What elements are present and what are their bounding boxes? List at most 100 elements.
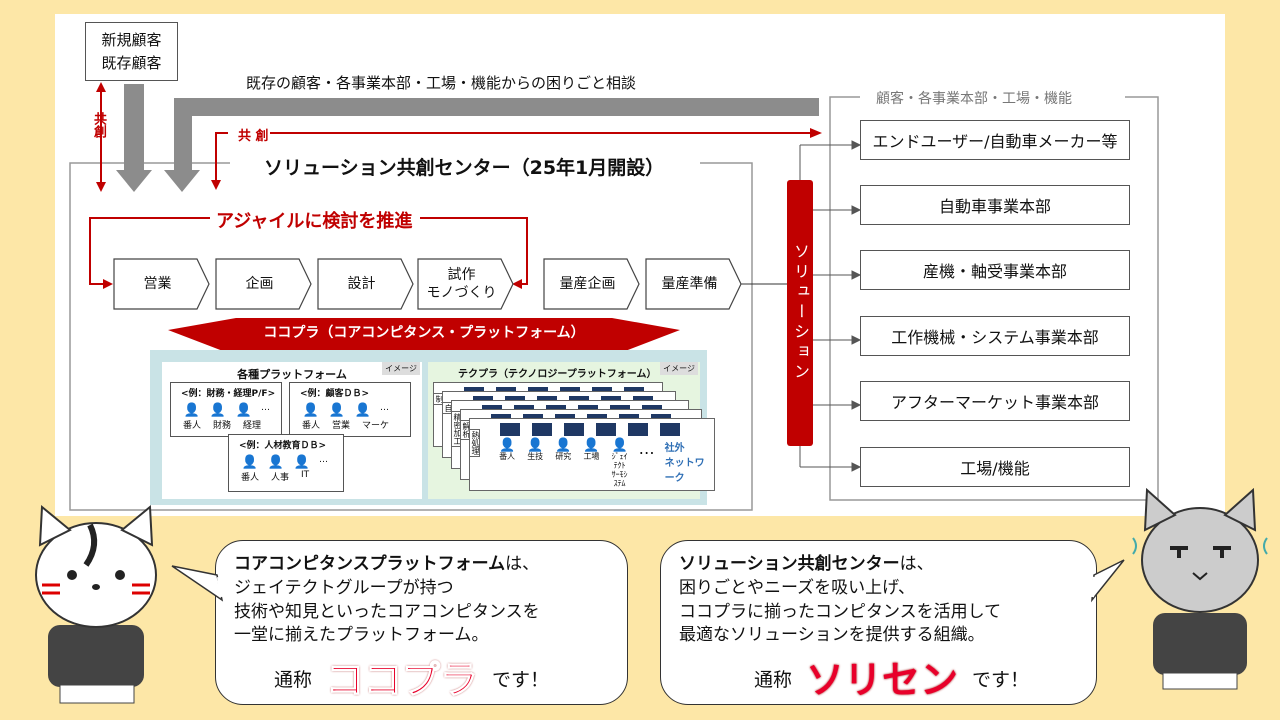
nickname-solisen: ソリセン <box>806 658 959 703</box>
kyoso-horizontal-label: 共 創 <box>238 129 269 144</box>
arrow-down-2 <box>164 98 819 192</box>
bubble-right-rest: は、 <box>899 554 934 574</box>
screen-icon <box>660 423 680 436</box>
person-label: 番人 <box>183 421 202 431</box>
person-icon: 👤 <box>527 438 544 453</box>
person-icon: 👤 <box>611 438 628 453</box>
bubble-left-bold: コアコンピタンスプラットフォーム <box>234 554 506 574</box>
person-label: 番人 <box>241 473 260 483</box>
person-icon: 👤 <box>555 438 572 453</box>
bubble-right-bold: ソリューション共創センター <box>679 554 900 574</box>
new-customer-label: 新規顧客 <box>101 31 162 49</box>
screen-icon <box>532 423 552 436</box>
tech-card-tab: 熱処理 <box>469 429 480 457</box>
nickname-kokopura: ココプラ <box>326 658 479 703</box>
person-label: 工場 <box>583 452 600 462</box>
person-icon: 👤 <box>583 438 600 453</box>
bubble-left-line: 技術や知見といったコアコンピタンスを <box>234 601 540 622</box>
nickname-suffix: です！ <box>492 669 550 692</box>
person-icon: 👤 <box>235 403 253 418</box>
nickname-prefix: 通称 <box>754 669 793 692</box>
tech-card: 熱処理👤番人👤生技👤研究👤工場👤ｼﾞｪｲﾃｸﾄ ｻｰﾓｼｽﾃﾑ…社外 ネットワー… <box>469 418 715 491</box>
bubble-right-line: 最適なソリューションを提供する組織。 <box>679 625 985 646</box>
person-label: 財務 <box>213 421 232 431</box>
person-icon: 👤 <box>354 403 372 418</box>
existing-customer-label: 既存顧客 <box>101 53 162 72</box>
process-step-label: 設計 <box>347 275 376 292</box>
ellipsis: … <box>380 403 389 413</box>
bubble-left-line: ジェイテクトグループが持つ <box>234 577 454 598</box>
external-network-label: 社外 ネットワーク <box>664 443 705 484</box>
right-panel-title: 顧客・各事業本部・工場・機能 <box>870 88 1078 108</box>
person-icon: 👤 <box>328 403 346 418</box>
ellipsis: … <box>261 403 270 413</box>
kokopura-banner-shape <box>168 318 680 356</box>
ellipsis: … <box>319 455 328 465</box>
process-step-label: 営業 <box>143 275 172 292</box>
consult-label: 既存の顧客・各事業本部・工場・機能からの困りごと相談 <box>246 74 637 92</box>
arrow-down-1 <box>116 84 152 192</box>
platform-example: <例：人材教育ＤＢ> 👤 👤 👤 … 番人 人事 IT <box>228 434 344 492</box>
bubble-left-rest: は、 <box>505 554 540 574</box>
ellipsis: … <box>638 439 655 458</box>
process-step-label: 量産準備 <box>661 275 718 292</box>
process-step: 企画 <box>215 258 312 310</box>
person-label: マーケ <box>362 421 390 431</box>
nickname-prefix: 通称 <box>274 669 313 692</box>
process-step: 設計 <box>317 258 414 310</box>
person-label: 営業 <box>332 421 351 431</box>
example-title: <例：財務・経理P/F> <box>181 389 276 399</box>
screen-icon <box>596 423 616 436</box>
person-label: 番人 <box>302 421 321 431</box>
mascot-cat-left <box>35 505 157 704</box>
process-step: 量産企画 <box>543 258 640 310</box>
platform-example: <例：財務・経理P/F> 👤 👤 👤 … 番人 財務 経理 <box>170 382 282 437</box>
screen-icon <box>564 423 584 436</box>
person-icon: 👤 <box>267 455 285 470</box>
process-step: 量産準備 <box>645 258 742 310</box>
bubble-right-line: 困りごとやニーズを吸い上げ、 <box>679 577 915 598</box>
target-org-box: エンドユーザー/自動車メーカー等 <box>860 120 1130 160</box>
target-org-box: 産機・軸受事業本部 <box>860 250 1130 290</box>
customer-box: 新規顧客 既存顧客 <box>85 22 178 81</box>
example-title: <例：顧客ＤＢ> <box>300 389 370 399</box>
person-icon: 👤 <box>209 403 227 418</box>
person-icon: 👤 <box>183 403 201 418</box>
person-icon: 👤 <box>302 403 320 418</box>
person-label: 経理 <box>243 421 262 431</box>
mascot-cat-right <box>1132 488 1268 690</box>
person-label: IT <box>301 470 310 480</box>
process-step-label: 試作 モノづくり <box>426 266 497 301</box>
process-step: 試作 モノづくり <box>417 258 514 310</box>
person-label: 番人 <box>499 452 516 462</box>
target-org-box: 工場/機能 <box>860 447 1130 487</box>
image-tag: イメージ <box>382 362 420 375</box>
target-org-box: アフターマーケット事業本部 <box>860 381 1130 421</box>
person-label: 人事 <box>271 473 290 483</box>
process-step-label: 量産企画 <box>559 275 616 292</box>
solution-bar: ソリューション <box>787 180 813 446</box>
speech-bubble-right: ソリューション共創センターは、 困りごとやニーズを吸い上げ、 ココプラに揃ったコ… <box>660 540 1097 705</box>
platform-example: <例：顧客ＤＢ> 👤 👤 👤 … 番人 営業 マーケ <box>289 382 411 437</box>
target-org-box: 自動車事業本部 <box>860 185 1130 225</box>
image-tag: イメージ <box>660 362 698 375</box>
kyoso-vertical-label: 共創 <box>91 112 106 138</box>
process-step: 営業 <box>113 258 210 310</box>
speech-bubble-left: コアコンピタンスプラットフォームは、 ジェイテクトグループが持つ 技術や知見とい… <box>215 540 628 705</box>
screen-icon <box>500 423 520 436</box>
person-label: 生技 <box>527 452 544 462</box>
bubble-left-line: 一堂に揃えたプラットフォーム。 <box>234 625 489 646</box>
nickname-suffix: です！ <box>972 669 1030 692</box>
tech-platform-title: テクプラ（テクノロジープラットフォーム） <box>458 369 657 380</box>
person-icon: 👤 <box>241 455 259 470</box>
bubble-right-line: ココプラに揃ったコンピタンスを活用して <box>679 601 1002 622</box>
various-platforms-title: 各種プラットフォーム <box>237 368 347 381</box>
agile-label: アジャイルに検討を推進 <box>212 207 417 233</box>
person-icon: 👤 <box>293 455 311 470</box>
person-label: 研究 <box>555 452 572 462</box>
person-label: ｼﾞｪｲﾃｸﾄ ｻｰﾓｼｽﾃﾑ <box>611 452 628 488</box>
person-icon: 👤 <box>498 438 516 453</box>
screen-icon <box>628 423 648 436</box>
example-title: <例：人材教育ＤＢ> <box>239 441 327 451</box>
